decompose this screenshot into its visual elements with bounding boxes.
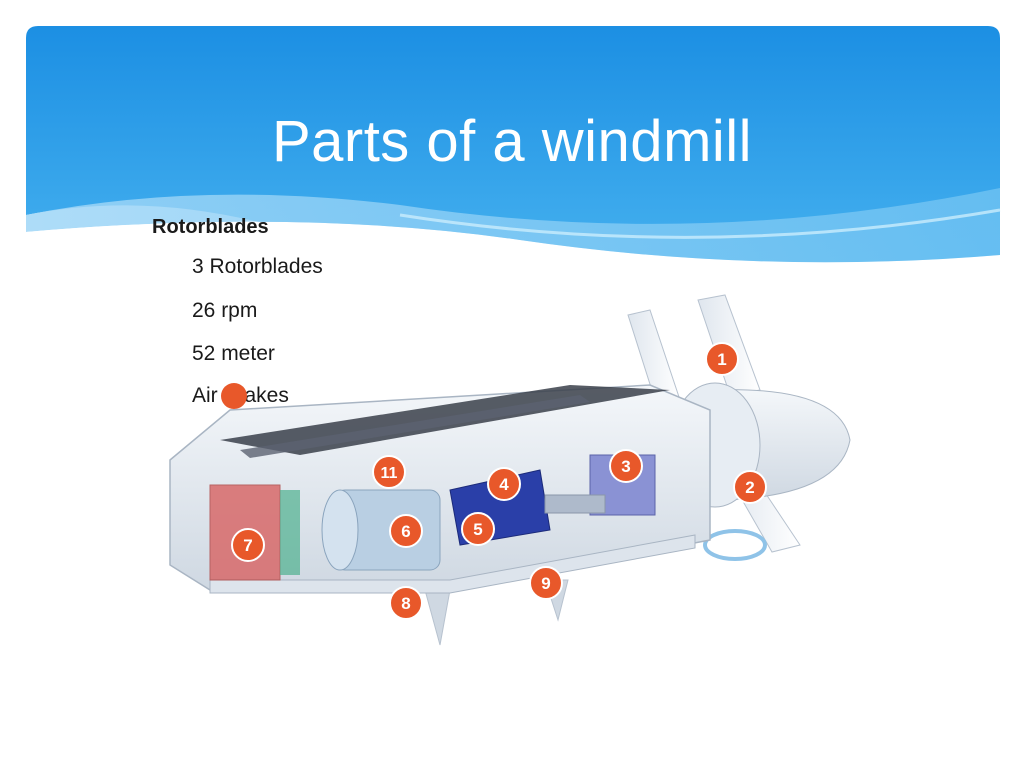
svg-text:1: 1 (717, 350, 726, 369)
stray-marker-icon (221, 383, 247, 409)
svg-text:2: 2 (745, 478, 754, 497)
svg-text:7: 7 (243, 536, 252, 555)
windmill-nacelle-diagram: 1 2 3 4 5 6 7 8 9 11 (169, 294, 851, 646)
marker-icon: 8 (389, 586, 423, 620)
bullet-heading: Rotorblades (152, 216, 269, 238)
svg-text:3: 3 (621, 457, 630, 476)
marker-icon: 1 (705, 342, 739, 376)
svg-text:4: 4 (499, 475, 509, 494)
svg-text:5: 5 (473, 520, 482, 539)
marker-icon: 2 (733, 470, 767, 504)
marker-icon: 11 (372, 455, 406, 489)
svg-text:11: 11 (381, 465, 398, 482)
bullet-item: 52 meter (192, 342, 275, 365)
marker-icon: 5 (461, 512, 495, 546)
bullet-item: 3 Rotorblades (192, 255, 323, 278)
marker-icon: 9 (529, 566, 563, 600)
marker-icon: 6 (389, 514, 423, 548)
svg-text:9: 9 (541, 574, 550, 593)
bullet-item: 26 rpm (192, 299, 258, 322)
marker-icon: 4 (487, 467, 521, 501)
header-banner (26, 26, 1001, 290)
svg-text:8: 8 (401, 594, 410, 613)
svg-text:6: 6 (401, 522, 410, 541)
slide-title: Parts of a windmill (271, 109, 753, 174)
marker-icon: 3 (609, 449, 643, 483)
marker-icon: 7 (231, 528, 265, 562)
